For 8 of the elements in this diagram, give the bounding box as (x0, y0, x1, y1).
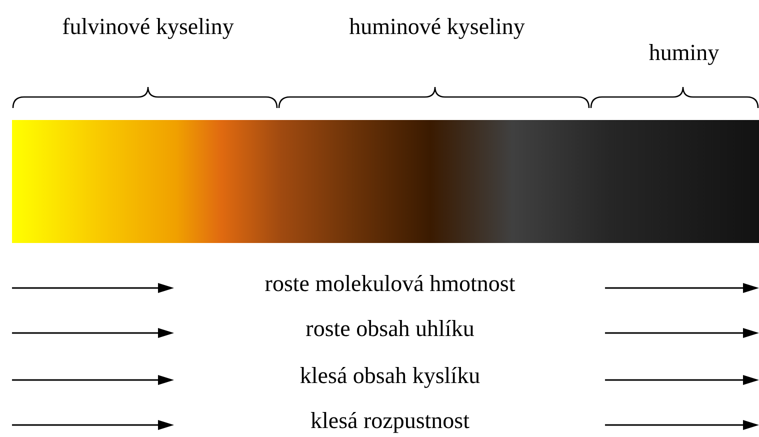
trend-label: roste obsah uhlíku (306, 316, 474, 342)
category-label: huminy (648, 40, 720, 66)
gradient-bar (12, 120, 759, 243)
category-label: huminové kyseliny (349, 14, 525, 40)
trend-label: klesá rozpustnost (310, 408, 470, 434)
trend-label: klesá obsah kyslíku (300, 363, 480, 389)
trend-label: roste molekulová hmotnost (264, 271, 516, 297)
category-label: fulvinové kyseliny (62, 14, 234, 40)
